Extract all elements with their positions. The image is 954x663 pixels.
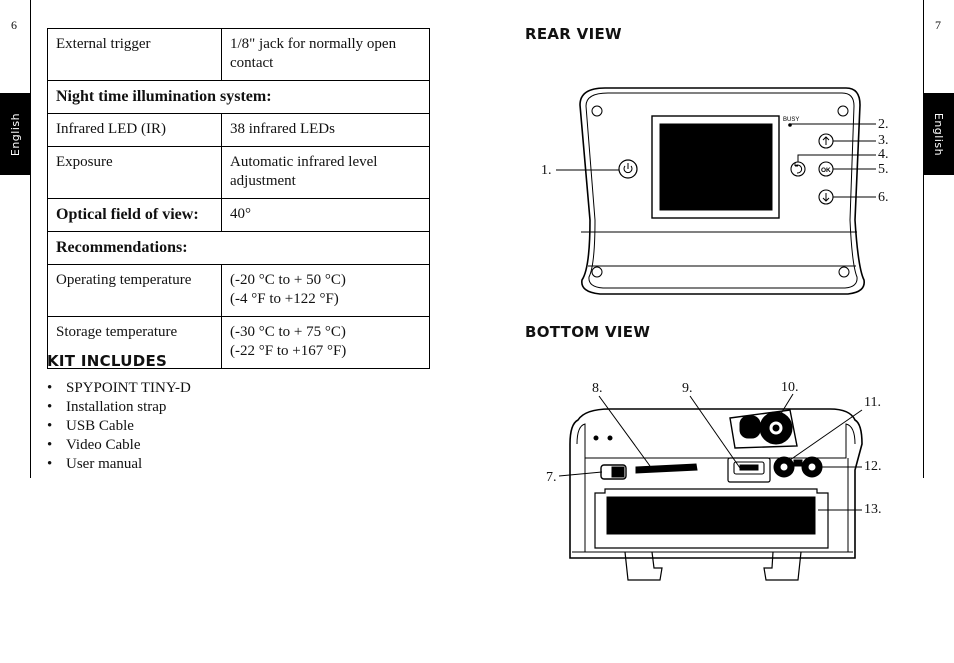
callout-label: 5.	[878, 162, 889, 177]
led-dot-icon	[607, 435, 613, 441]
table-row: External trigger 1/8" jack for normally …	[47, 28, 430, 81]
spec-label: Optical field of view:	[47, 198, 222, 232]
spec-label: External trigger	[47, 28, 222, 81]
spec-table: External trigger 1/8" jack for normally …	[47, 28, 430, 369]
table-row: Exposure Automatic infrared level adjust…	[47, 146, 430, 199]
callout-label: 9.	[682, 381, 693, 396]
lcd-frame	[651, 115, 780, 219]
spec-value-line: (-20 °C to + 50 °C)	[230, 272, 346, 288]
callout-label: 11.	[864, 395, 881, 410]
table-row: Infrared LED (IR) 38 infrared LEDs	[47, 113, 430, 147]
kit-heading: KIT INCLUDES	[47, 352, 168, 370]
callout-label: 8.	[592, 381, 603, 396]
spec-value: 38 infrared LEDs	[221, 113, 430, 147]
rear-view-diagram	[556, 87, 876, 295]
table-row: Storage temperature (-30 °C to + 75 °C)(…	[47, 316, 430, 369]
callout-label: 1.	[541, 163, 552, 178]
back-button-icon	[790, 161, 806, 177]
spec-label: Infrared LED (IR)	[47, 113, 222, 147]
lcd-screen	[659, 123, 773, 211]
spec-value-line: (-30 °C to + 75 °C)	[230, 324, 346, 340]
callout-label: 3.	[878, 133, 889, 148]
list-item: SPYPOINT TINY-D	[47, 379, 191, 398]
spec-value: (-30 °C to + 75 °C) (-22 °F to +167 °F)	[221, 316, 430, 369]
spec-value-line: (-22 °F to +167 °F)	[230, 343, 347, 359]
sd-slot-icon	[635, 463, 698, 474]
screw-icon	[837, 105, 849, 117]
ok-button-label: OK	[821, 167, 831, 174]
spec-label: Exposure	[47, 146, 222, 199]
screw-icon	[591, 266, 603, 278]
rear-view-heading: REAR VIEW	[525, 25, 622, 43]
callout-label: 10.	[781, 380, 799, 395]
callout-label: 13.	[864, 502, 882, 517]
spec-value: (-20 °C to + 50 °C) (-4 °F to +122 °F)	[221, 264, 430, 317]
list-item: USB Cable	[47, 417, 191, 436]
list-item: Installation strap	[47, 398, 191, 417]
page-number-right: 7	[935, 18, 941, 32]
kit-list: SPYPOINT TINY-D Installation strap USB C…	[47, 379, 191, 474]
spec-value: Automatic infrared level adjustment	[221, 146, 430, 199]
list-item: Video Cable	[47, 436, 191, 455]
table-row: Operating temperature (-20 °C to + 50 °C…	[47, 264, 430, 317]
bottom-view-diagram	[558, 393, 863, 581]
screw-icon	[591, 105, 603, 117]
battery-compartment-outline	[594, 488, 829, 549]
callout-label: 12.	[864, 459, 882, 474]
spec-value: 1/8" jack for normally open contact	[221, 28, 430, 81]
battery-cover-icon	[606, 496, 816, 535]
list-item: User manual	[47, 455, 191, 474]
page-number-left: 6	[11, 18, 17, 32]
callout-label: 6.	[878, 190, 889, 205]
led-dot-icon	[593, 435, 599, 441]
bottom-view-heading: BOTTOM VIEW	[525, 323, 651, 341]
left-margin-rule	[30, 0, 31, 478]
language-tab-right: English	[923, 93, 954, 175]
busy-indicator-label: BUSY	[783, 117, 799, 123]
spec-label: Operating temperature	[47, 264, 222, 317]
screw-icon	[838, 266, 850, 278]
spec-value-line: (-4 °F to +122 °F)	[230, 291, 339, 307]
power-button-icon	[618, 159, 638, 179]
callout-label: 2.	[878, 117, 889, 132]
right-margin-rule	[923, 0, 924, 478]
table-row: Optical field of view: 40°	[47, 198, 430, 232]
callout-label: 7.	[546, 470, 557, 485]
usb-port-icon	[727, 457, 771, 483]
callout-label: 4.	[878, 147, 889, 162]
language-tab-left: English	[0, 93, 31, 175]
spec-label: Storage temperature	[47, 316, 222, 369]
